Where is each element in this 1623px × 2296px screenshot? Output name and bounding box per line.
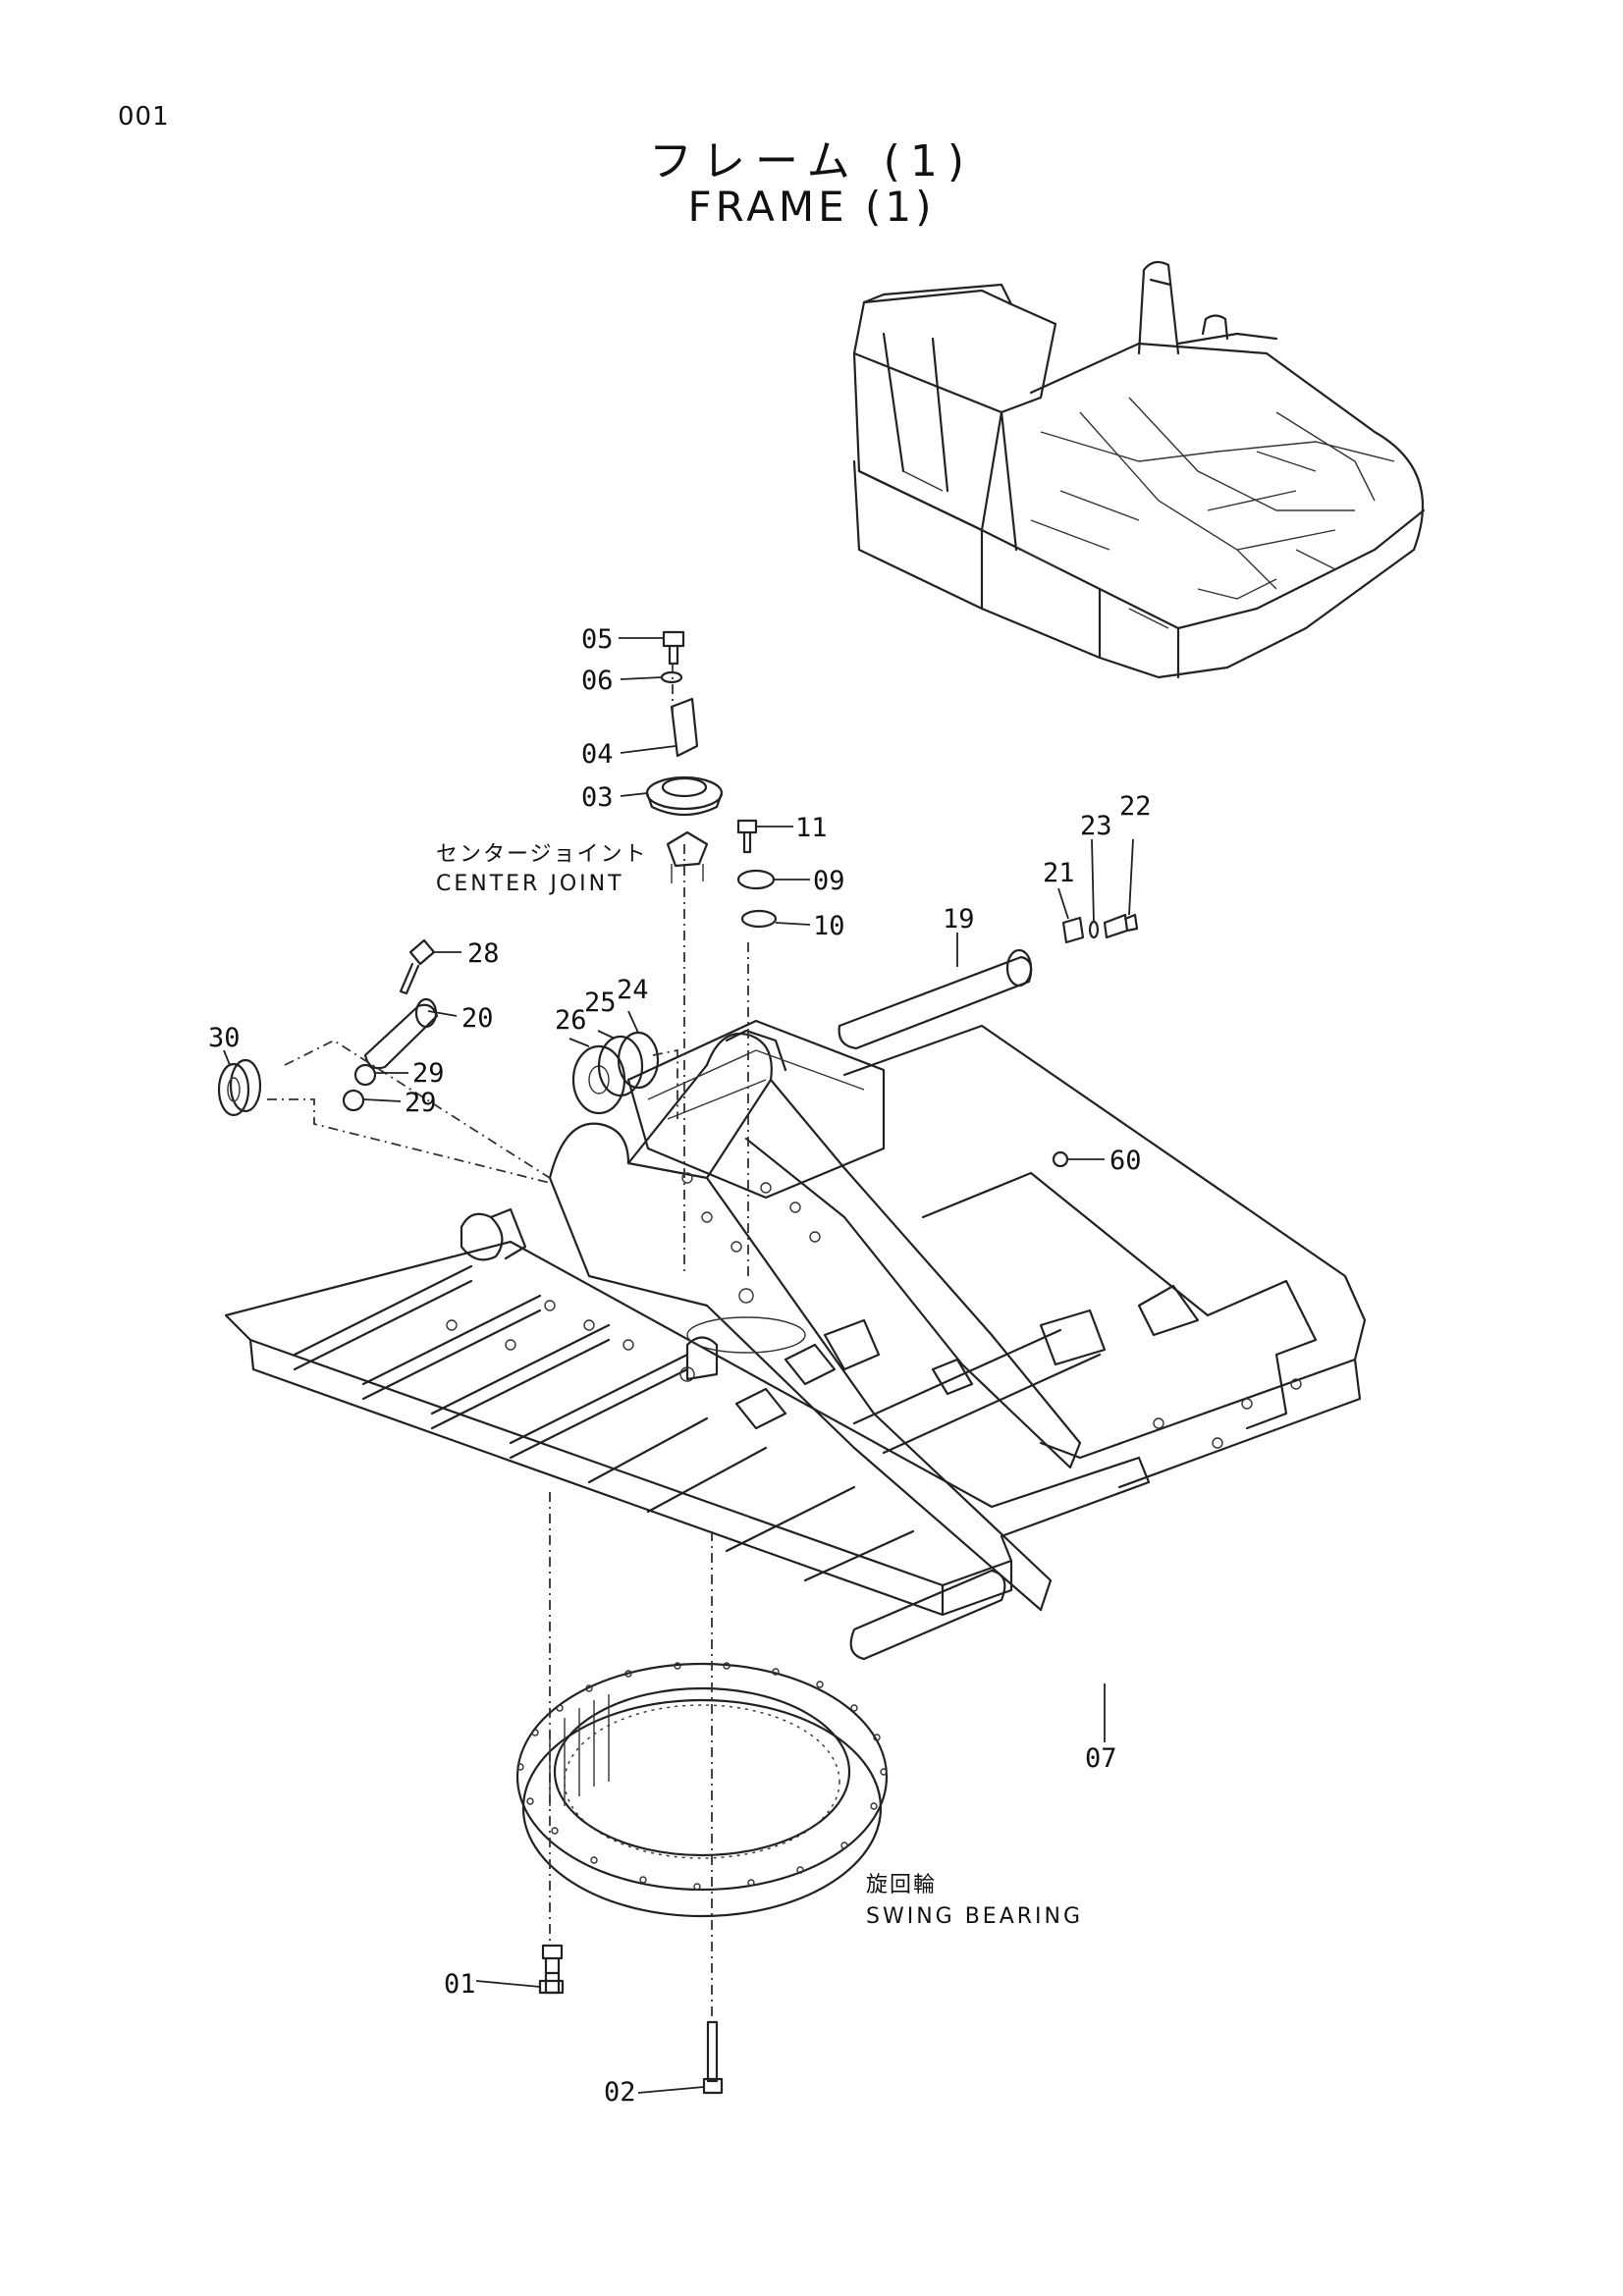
callout-05: 05 [581, 624, 614, 655]
callout-09: 09 [813, 866, 845, 896]
callout-01: 01 [444, 1969, 476, 2000]
swing-bearing-label-japanese: 旋回輪 [866, 1873, 938, 1897]
callout-03: 03 [581, 782, 614, 813]
swing-bearing-label: SWING BEARING [866, 1904, 1084, 1929]
callout-22: 22 [1119, 791, 1152, 822]
callout-21: 21 [1043, 858, 1075, 888]
callout-04: 04 [581, 739, 614, 770]
page-title-japanese: フレーム (1) [649, 136, 974, 187]
callout-leader-lines [223, 637, 1134, 2094]
main-frame-illustration [224, 1019, 1367, 1661]
callout-07: 07 [1085, 1743, 1117, 1774]
swing-bearing-illustration [515, 1662, 889, 1918]
callout-60: 60 [1109, 1146, 1142, 1176]
center-joint-label: CENTER JOINT [436, 872, 624, 896]
callout-23: 23 [1080, 811, 1112, 841]
center-joint-label-japanese: センタージョイント [436, 842, 648, 867]
small-parts-illustration [217, 630, 1139, 2095]
callout-29-lower: 29 [405, 1088, 437, 1118]
callout-29-upper: 29 [412, 1058, 445, 1089]
callout-28: 28 [467, 938, 500, 969]
page-title: FRAME (1) [687, 183, 936, 231]
callout-25: 25 [584, 988, 617, 1018]
callout-02: 02 [604, 2077, 636, 2108]
assembly-center-lines [267, 663, 749, 2022]
callout-26: 26 [555, 1005, 587, 1036]
callout-10: 10 [813, 911, 845, 941]
callout-20: 20 [461, 1003, 494, 1034]
callout-06: 06 [581, 666, 614, 696]
callout-11: 11 [795, 813, 828, 843]
callout-30: 30 [208, 1023, 241, 1053]
callout-numbers: 05 06 04 03 11 09 10 19 21 23 22 24 25 2… [208, 624, 1152, 2108]
callout-19: 19 [943, 904, 975, 934]
machine-overview-illustration [852, 260, 1426, 679]
page-number: 001 [118, 102, 170, 132]
callout-24: 24 [617, 975, 649, 1005]
